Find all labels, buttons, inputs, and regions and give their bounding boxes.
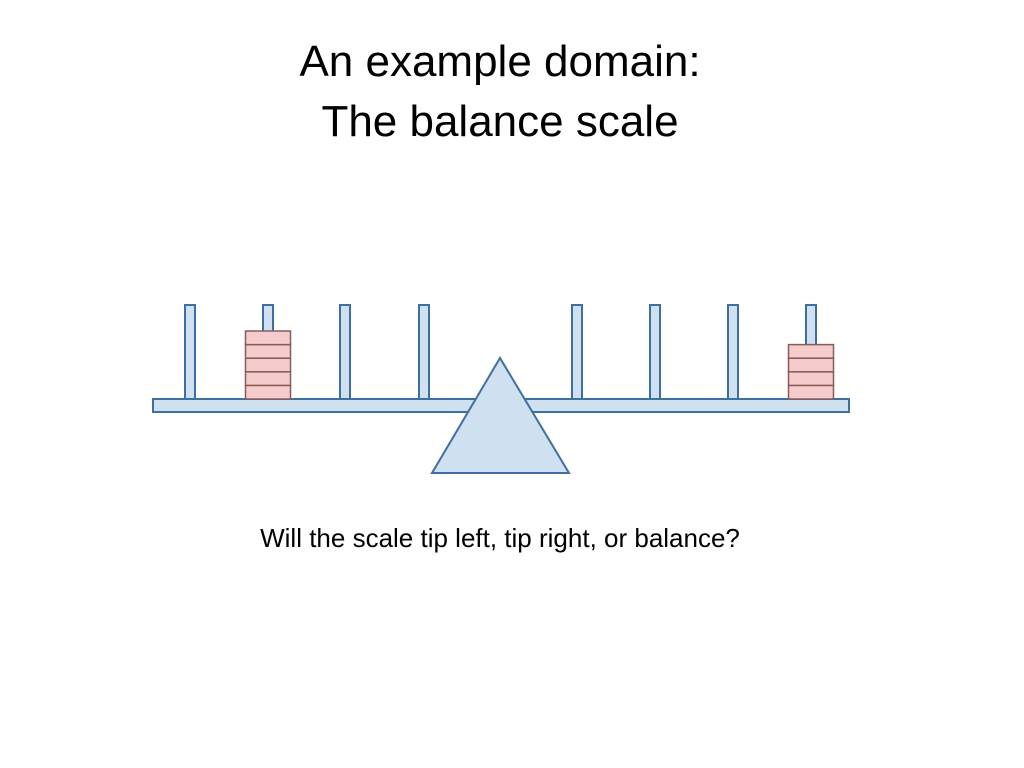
left-weight-peg3-3: [244, 357, 292, 373]
left-weight-peg3-1: [244, 384, 292, 400]
right-weight-peg4-1: [787, 384, 835, 400]
question-text: Will the scale tip left, tip right, or b…: [260, 523, 740, 553]
left-weight-peg3-5: [244, 330, 292, 346]
right-peg-3: [727, 304, 739, 400]
fulcrum-triangle: [430, 356, 571, 474]
right-peg-1: [571, 304, 583, 400]
title-line-1: An example domain:: [299, 37, 701, 86]
right-weight-peg4-4: [787, 343, 835, 359]
left-weight-peg3-4: [244, 343, 292, 359]
left-weight-peg3-2: [244, 371, 292, 387]
right-weight-peg4-2: [787, 371, 835, 387]
left-peg-2: [339, 304, 351, 400]
slide-title: An example domain: The balance scale: [0, 32, 1000, 152]
left-peg-4: [184, 304, 196, 400]
title-line-2: The balance scale: [321, 97, 679, 146]
right-peg-2: [649, 304, 661, 400]
right-weight-peg4-3: [787, 357, 835, 373]
left-peg-1: [418, 304, 430, 400]
